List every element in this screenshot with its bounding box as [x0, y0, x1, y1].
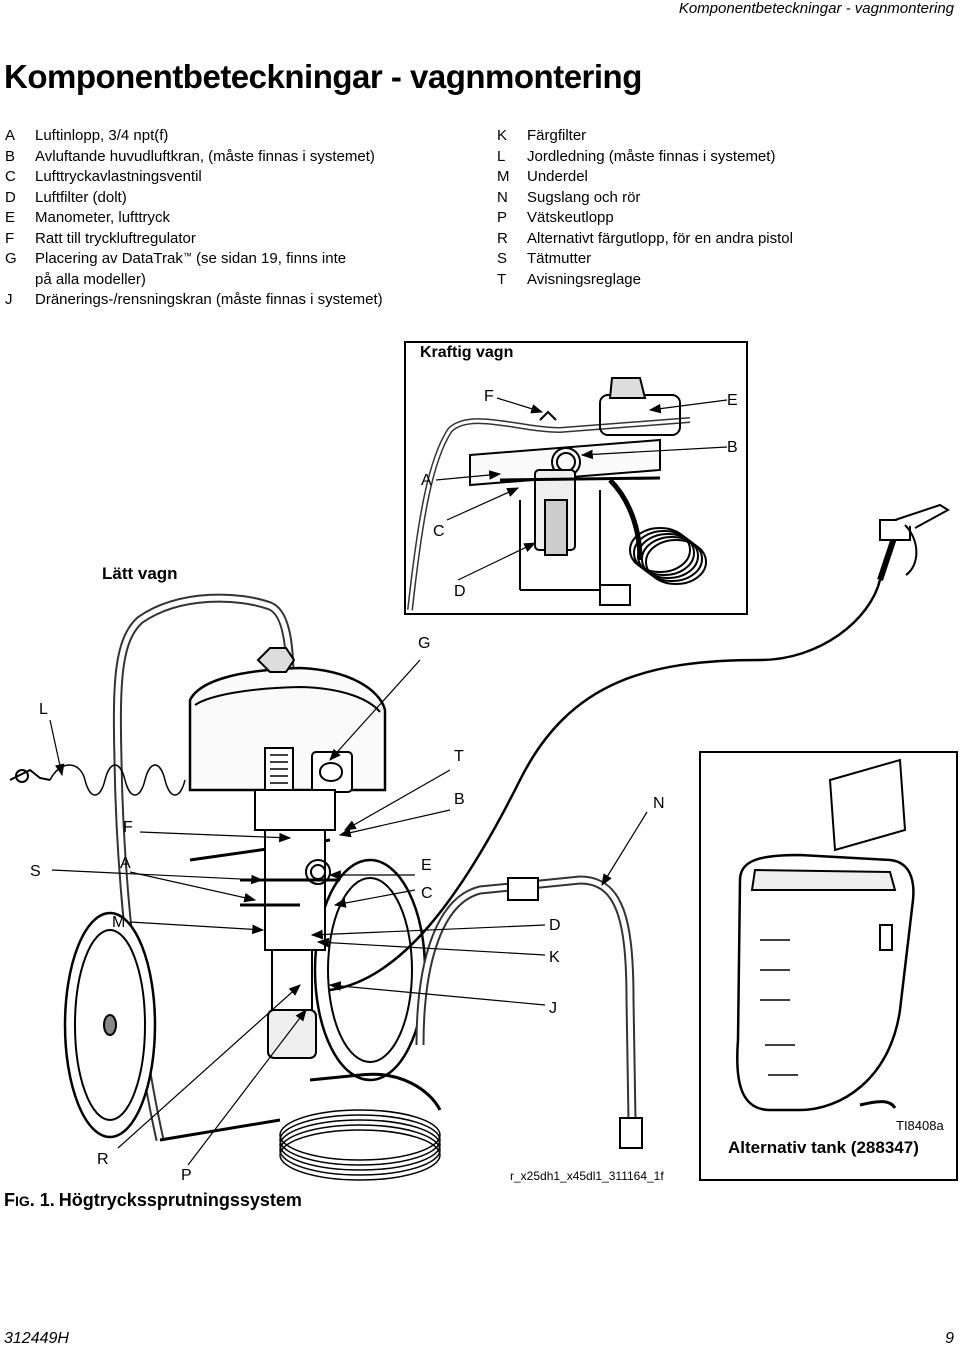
callout-f: F — [123, 819, 133, 836]
callout-l: L — [39, 701, 48, 718]
callout-g: G — [418, 635, 431, 652]
callout-j: J — [549, 1000, 557, 1017]
inset-callout-c: C — [433, 523, 445, 540]
light-cart-label: Lätt vagn — [102, 564, 178, 583]
callout-t: T — [454, 748, 464, 765]
heavy-cart-label: Kraftig vagn — [420, 344, 514, 361]
callout-a: A — [120, 855, 131, 872]
figure-caption: FIG. 1.Högtryckssprutningssystem — [4, 1190, 302, 1210]
alt-tank-drawing — [736, 758, 915, 1112]
page-number: 9 — [945, 1330, 954, 1347]
inset-callout-d: D — [454, 583, 466, 600]
doc-number: 312449H — [4, 1330, 69, 1347]
callout-e: E — [421, 857, 432, 874]
main-leaders — [49, 659, 648, 1166]
callout-s: S — [30, 863, 41, 880]
callout-p: P — [181, 1167, 192, 1184]
tank-ref: TI8408a — [896, 1118, 944, 1133]
drawing-ref: r_x25dh1_x45dl1_311164_1f — [510, 1169, 664, 1183]
inset-callout-e: E — [727, 392, 738, 409]
callout-r: R — [97, 1151, 109, 1168]
inset-leaders — [435, 397, 728, 581]
callout-m: M — [112, 914, 126, 931]
running-header: Komponentbeteckningar - vagnmontering — [678, 0, 954, 17]
callout-d: D — [549, 917, 561, 934]
callout-b: B — [454, 791, 465, 808]
light-cart-drawing — [9, 503, 950, 1181]
inset-callout-b: B — [727, 439, 738, 456]
callout-c: C — [421, 885, 433, 902]
page-title: Komponentbeteckningar - vagnmontering — [4, 58, 642, 95]
heavy-cart-drawing — [407, 377, 707, 611]
alt-tank-label: Alternativ tank (288347) — [728, 1138, 919, 1157]
callout-n: N — [653, 795, 665, 812]
inset-callout-a: A — [421, 472, 432, 489]
callout-k: K — [549, 949, 560, 966]
inset-callout-f: F — [484, 388, 494, 405]
